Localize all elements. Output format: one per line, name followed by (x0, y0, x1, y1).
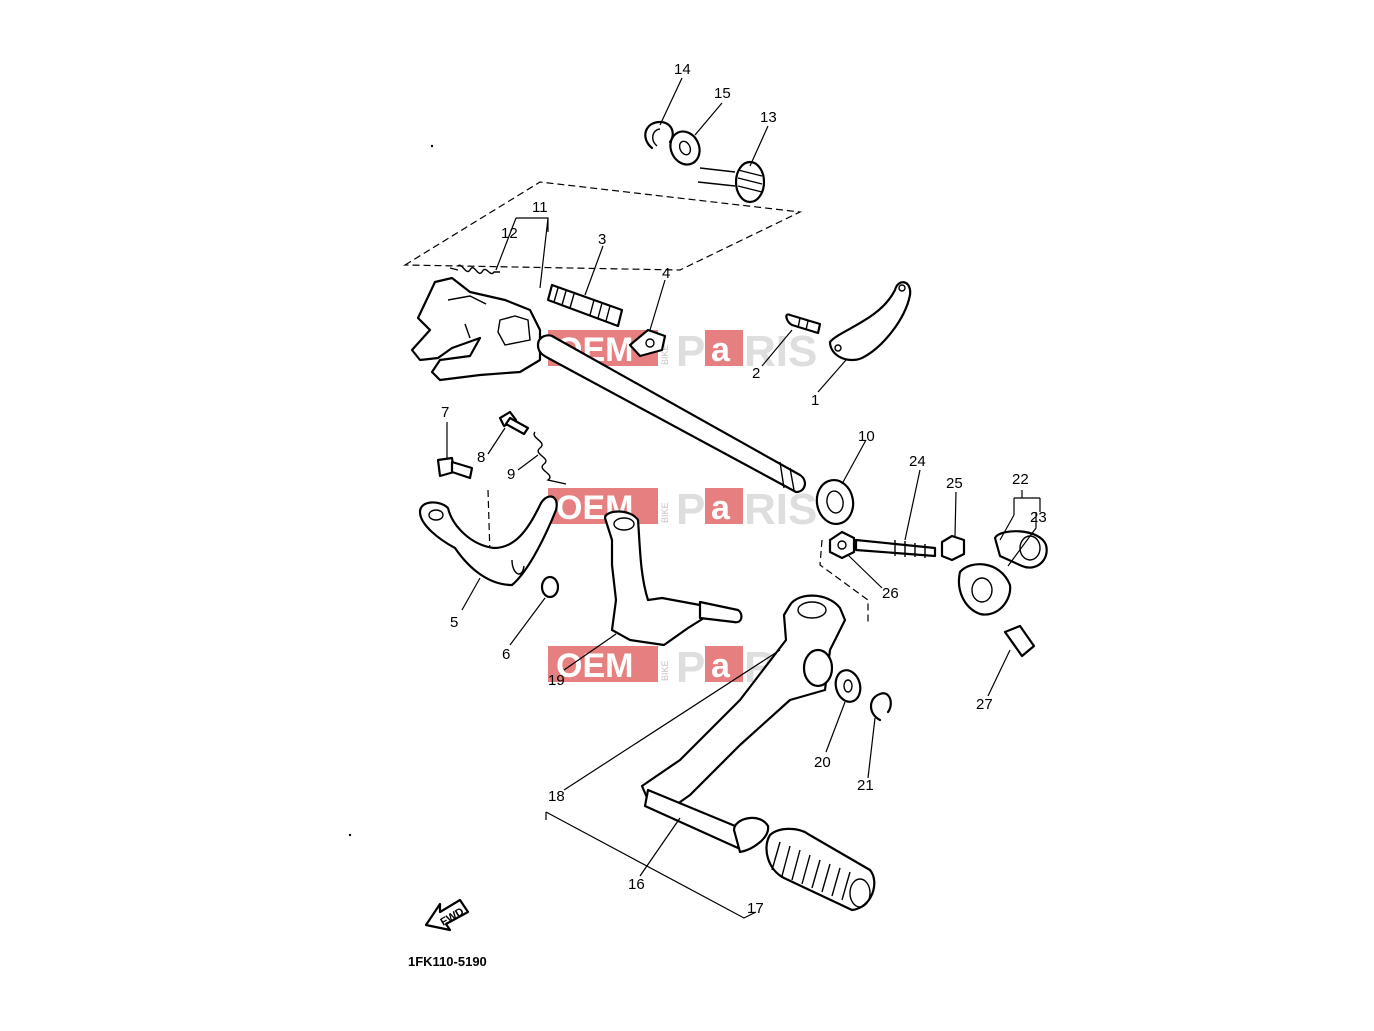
forward-label: FWD (439, 906, 467, 929)
spring-part-12 (449, 264, 500, 275)
callout-1: 1 (811, 392, 819, 409)
washer-part-15 (669, 130, 701, 166)
group-box-bolt (487, 489, 491, 556)
callout-10: 10 (858, 428, 875, 445)
bolt-part-8 (498, 410, 530, 436)
group-box-link (819, 539, 869, 622)
torsion-spring-part-13 (697, 160, 766, 204)
watermark-2: OEM BIKE P a RIS (548, 485, 817, 534)
watermark-oem-text: OEM (556, 647, 633, 685)
callout-18: 18 (548, 788, 565, 805)
callout-23: 23 (1030, 509, 1047, 526)
callout-24: 24 (909, 453, 926, 470)
callout-numbers: 1 2 3 4 5 6 7 8 9 10 11 12 13 14 15 16 1… (441, 61, 1047, 917)
callout-7: 7 (441, 404, 449, 421)
shift-shaft-assembly-part-11 (410, 276, 806, 494)
stud-bolt-part-3 (546, 283, 624, 328)
callout-20: 20 (814, 754, 831, 771)
callout-13: 13 (760, 109, 777, 126)
washer-part-20 (834, 669, 862, 703)
nut-part-26 (828, 530, 856, 560)
shift-lever-part-19 (603, 510, 743, 647)
nut-part-25 (940, 534, 966, 562)
watermark-parts-a: a (711, 489, 731, 527)
watermark-parts-a: a (711, 331, 731, 369)
callout-16: 16 (628, 876, 645, 893)
watermark-bike-text: BIKE (660, 344, 670, 365)
watermark-parts-ris: RIS (744, 327, 817, 376)
circlip-part-21 (869, 692, 892, 722)
pedal-rubber-part-17 (765, 827, 876, 912)
callout-9: 9 (507, 466, 515, 483)
leader-lines (446, 77, 1041, 919)
stopper-plate-part-1 (828, 281, 912, 362)
callout-5: 5 (450, 614, 458, 631)
watermark-bike-text: BIKE (660, 502, 670, 523)
callout-22: 22 (1012, 471, 1029, 488)
callout-4: 4 (662, 265, 670, 282)
forward-arrow-icon: FWD (424, 898, 470, 932)
collar-part-6 (540, 575, 560, 599)
watermark-parts-ris: RIS (744, 485, 817, 534)
group-box-upper (402, 181, 803, 271)
callout-11: 11 (532, 199, 548, 216)
bolt-part-27 (1003, 624, 1036, 658)
callout-27: 27 (976, 696, 993, 713)
scan-dot (430, 144, 434, 148)
pedal-rod-part-16 (643, 788, 770, 854)
callout-2: 2 (752, 365, 760, 382)
rod-end-part-22 (957, 530, 1048, 616)
callout-3: 3 (598, 231, 606, 248)
watermark-parts-p: P (676, 327, 705, 376)
callout-12: 12 (501, 225, 518, 242)
scan-dot (348, 833, 352, 837)
bolt-part-2 (785, 313, 822, 335)
callout-19: 19 (548, 672, 565, 689)
callout-25: 25 (946, 475, 963, 492)
shift-arm-part-5 (418, 495, 558, 587)
oil-seal-part-10 (815, 479, 855, 525)
callout-21: 21 (857, 777, 874, 794)
callout-26: 26 (882, 585, 899, 602)
shift-pedal-part-18 (640, 594, 847, 814)
circlip-part-14 (644, 120, 674, 150)
watermark-parts-p: P (676, 485, 705, 534)
tie-rod-part-24 (854, 538, 937, 558)
diagram-part-code: 1FK110-5190 (408, 954, 487, 969)
callout-15: 15 (714, 85, 731, 102)
watermark-parts-p: P (676, 643, 705, 692)
callout-6: 6 (502, 646, 510, 663)
watermark-parts-a: a (711, 647, 731, 685)
bolt-part-7 (436, 456, 474, 480)
callout-17: 17 (747, 900, 764, 917)
callout-14: 14 (674, 61, 691, 78)
callout-8: 8 (477, 449, 485, 466)
spring-part-9 (533, 431, 567, 485)
lock-washer-part-4 (628, 328, 667, 358)
watermark-1: OEM BIKE P a RIS (548, 327, 817, 376)
watermark-bike-text: BIKE (660, 660, 670, 681)
